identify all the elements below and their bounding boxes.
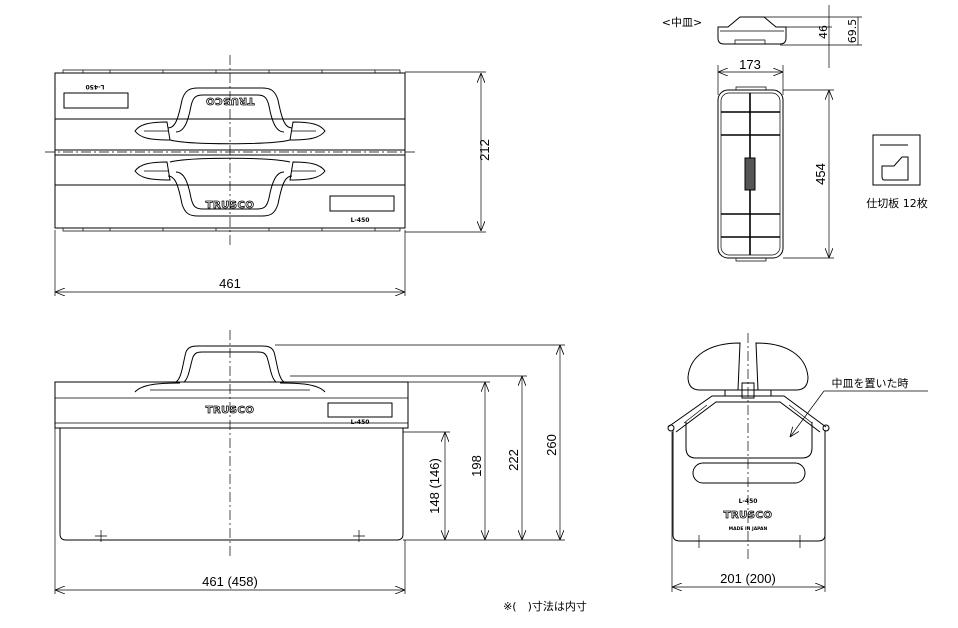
tray-side-outline <box>717 16 787 45</box>
dim-width: 461 <box>219 276 241 291</box>
model-label-mirrored: L-450 <box>86 83 105 90</box>
feet-marks <box>95 530 365 542</box>
handle-bottom <box>134 157 326 217</box>
brand-logo-mirrored: TRUSCO <box>206 95 255 106</box>
side-handles <box>687 342 809 391</box>
side-model-label: L-450 <box>739 498 758 505</box>
dim-body-height: 148 (146) <box>427 458 442 514</box>
dim-lid-height: 198 <box>469 455 484 477</box>
dim-tray-height-inner: 46 <box>817 25 830 39</box>
tray-view: <中皿> 46 69.5 173 454 <box>662 5 862 262</box>
tray-title: <中皿> <box>662 16 702 29</box>
dim-handle-base: 222 <box>506 449 521 471</box>
handle-top <box>134 87 326 145</box>
dim-tray-length: 454 <box>813 163 828 185</box>
callout-tray-placed: 中皿を置いた時 <box>832 377 909 390</box>
front-brand-logo: TRUSCO <box>206 405 255 416</box>
side-view: L-450 TRUSCO MADE IN JAPAN 中皿を置いた時 201 (… <box>667 333 928 592</box>
dim-side-width: 201 (200) <box>720 571 776 586</box>
note-inner-dimensions: ※( )寸法は内寸 <box>503 599 587 613</box>
front-label-plate <box>327 402 393 418</box>
side-body <box>672 430 826 542</box>
label-plate-bottom <box>329 195 395 212</box>
dim-total-height: 260 <box>544 434 559 456</box>
body-outline <box>59 428 404 541</box>
dim-depth: 212 <box>477 139 492 161</box>
tray-dividers <box>721 93 780 255</box>
dim-front-width: 461 (458) <box>202 574 258 589</box>
hinge-tabs <box>62 69 401 232</box>
side-lid <box>667 395 827 433</box>
tray-grip <box>744 157 756 191</box>
side-grip <box>692 462 806 484</box>
side-tray <box>685 422 813 459</box>
lid-outline <box>54 381 409 429</box>
front-handle <box>134 345 326 393</box>
partition-plate: 仕切板 12枚 <box>866 134 928 210</box>
side-origin-label: MADE IN JAPAN <box>729 526 768 532</box>
partition-icon <box>872 134 921 186</box>
centerlines <box>45 55 418 248</box>
front-model-label: L-450 <box>351 419 370 426</box>
partition-label: 仕切板 12枚 <box>866 196 928 210</box>
dim-tray-width: 173 <box>739 57 761 72</box>
dim-tray-height-total: 69.5 <box>846 19 859 44</box>
brand-logo: TRUSCO <box>206 200 255 211</box>
tray-plan-outline <box>717 89 784 259</box>
top-view: TRUSCO L-450 TRUSCO L-450 212 461 <box>45 55 492 296</box>
model-label: L-450 <box>351 217 370 224</box>
side-brand-logo: TRUSCO <box>724 510 773 521</box>
label-plate-top <box>63 92 129 109</box>
front-view: TRUSCO L-450 148 (146) 198 222 260 461 (… <box>54 330 565 594</box>
